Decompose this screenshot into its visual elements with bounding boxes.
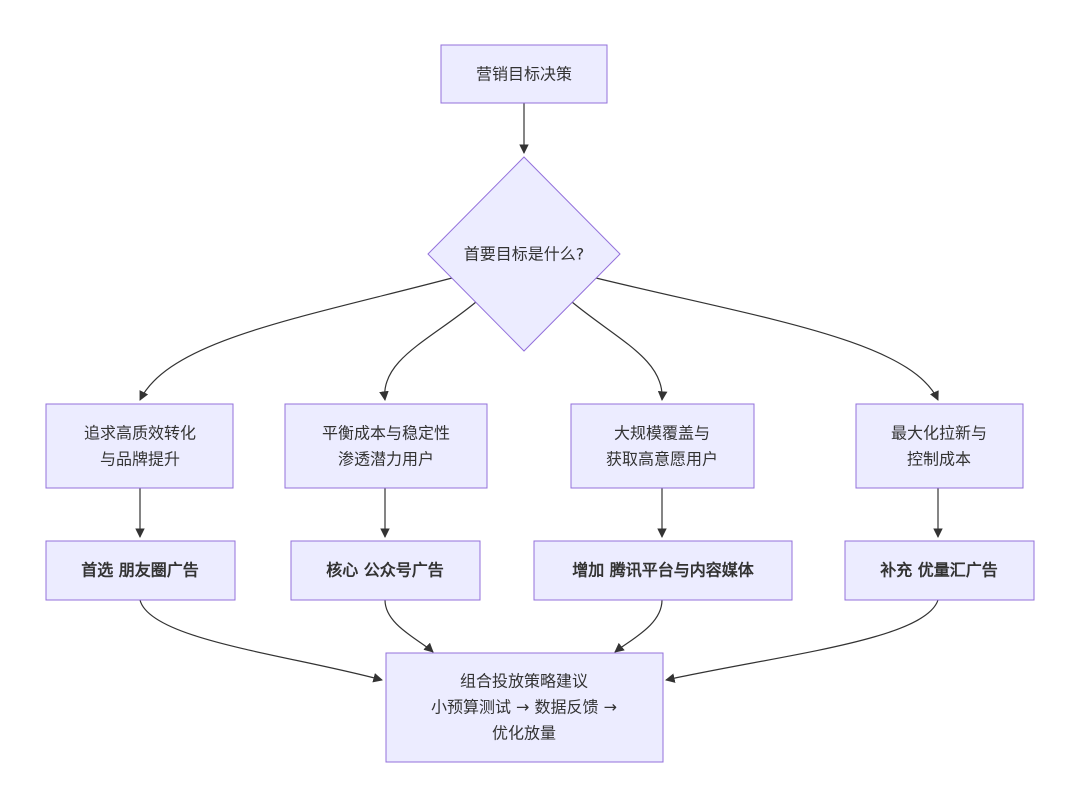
node-start: 营销目标决策 (440, 44, 608, 104)
node-channel-d-label: 补充 优量汇广告 (879, 561, 998, 580)
edge-decision-goal-a (139, 277, 453, 401)
edge-channel-b-result (384, 599, 434, 653)
edge-channel-d-result (665, 599, 939, 683)
node-channel-b: 核心 公众号广告 (290, 540, 481, 601)
node-goal-c-line-1: 大规模覆盖与 (614, 424, 710, 443)
node-goal-a-line-2: 与品牌提升 (100, 450, 180, 469)
node-start-label: 营销目标决策 (476, 65, 572, 84)
node-result-line-3: 优化放量 (492, 724, 556, 743)
node-decision-label: 首要目标是什么? (464, 245, 585, 264)
node-decision: 首要目标是什么? (427, 156, 621, 352)
edge-decision-goal-b (379, 301, 477, 401)
node-goal-d-line-1: 最大化拉新与 (891, 424, 987, 443)
edges (135, 103, 943, 683)
node-goal-c-line-2: 获取高意愿用户 (606, 450, 718, 469)
node-goal-b-line-1: 平衡成本与稳定性 (322, 424, 450, 443)
node-channel-c: 增加 腾讯平台与内容媒体 (533, 540, 793, 601)
node-result-line-1: 组合投放策略建议 (460, 672, 588, 691)
node-channel-a: 首选 朋友圈广告 (45, 540, 236, 601)
edge-channel-c-result (614, 599, 663, 653)
node-channel-a-label: 首选 朋友圈广告 (81, 561, 199, 580)
node-result-line-2: 小预算测试 → 数据反馈 → (431, 698, 617, 717)
node-goal-b: 平衡成本与稳定性 渗透潜力用户 (284, 403, 488, 489)
node-goal-c: 大规模覆盖与 获取高意愿用户 (570, 403, 755, 489)
node-goal-d: 最大化拉新与 控制成本 (855, 403, 1024, 489)
edge-channel-a-result (139, 599, 383, 683)
node-channel-d: 补充 优量汇广告 (844, 540, 1035, 601)
node-channel-c-label: 增加 腾讯平台与内容媒体 (572, 561, 755, 580)
edge-decision-goal-c (571, 301, 668, 401)
node-goal-b-line-2: 渗透潜力用户 (338, 450, 434, 469)
node-channel-b-label: 核心 公众号广告 (326, 561, 444, 580)
node-goal-d-line-2: 控制成本 (907, 450, 971, 469)
node-goal-a-line-1: 追求高质效转化 (84, 424, 196, 443)
node-goal-a: 追求高质效转化 与品牌提升 (45, 403, 234, 489)
node-result: 组合投放策略建议 小预算测试 → 数据反馈 → 优化放量 (385, 652, 664, 763)
edge-decision-goal-d (595, 277, 939, 401)
